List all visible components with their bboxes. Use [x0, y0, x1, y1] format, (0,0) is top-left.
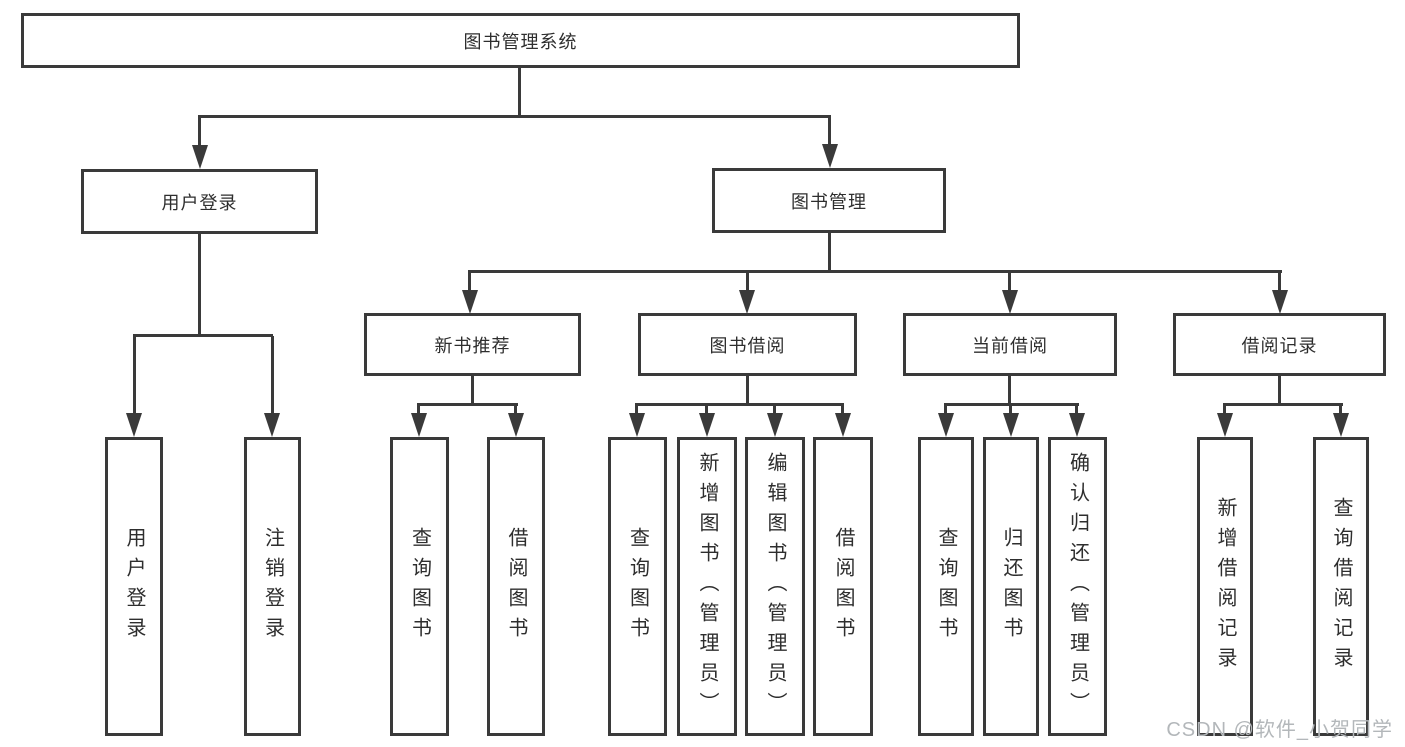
arrowhead-icon	[1217, 413, 1233, 437]
connector-to-leaf-logout	[271, 336, 274, 415]
arrowhead-icon	[1003, 413, 1019, 437]
node-book-management: 图书管理	[712, 168, 946, 233]
leaf-label: 归还图书	[1000, 526, 1022, 647]
leaf-label: 查询借阅记录	[1330, 496, 1352, 677]
connector-borrow-records-stem	[1278, 376, 1281, 405]
leaf-add-book-admin: 新增图书（管理员）	[677, 437, 737, 736]
connector-root-split	[198, 115, 831, 118]
node-user-login: 用户登录	[81, 169, 318, 234]
leaf-label: 借阅图书	[505, 526, 527, 647]
connector-leaf-stem	[1339, 405, 1342, 415]
connector-leaf-stem	[1075, 405, 1078, 415]
leaf-edit-book-admin: 编辑图书（管理员）	[745, 437, 805, 736]
arrowhead-icon	[629, 413, 645, 437]
connector-to-borrow-records	[1278, 272, 1281, 292]
connector-leaf-stem	[1009, 405, 1012, 415]
arrowhead-icon	[699, 413, 715, 437]
connector-current-borrow-split	[944, 403, 1079, 406]
arrowhead-icon	[1333, 413, 1349, 437]
connector-user-login-split	[133, 334, 273, 337]
leaf-label: 查询图书	[626, 526, 649, 647]
node-borrow-records: 借阅记录	[1173, 313, 1386, 376]
arrowhead-icon	[1069, 413, 1085, 437]
connector-to-current-borrow	[1008, 272, 1011, 292]
leaf-label: 编辑图书（管理员）	[764, 451, 786, 722]
node-current-borrow: 当前借阅	[903, 313, 1117, 376]
leaf-label: 确认归还（管理员）	[1066, 451, 1089, 722]
leaf-label: 注销登录	[261, 526, 284, 647]
arrowhead-icon	[192, 145, 208, 169]
node-new-book-recommend: 新书推荐	[364, 313, 581, 376]
arrowhead-icon	[767, 413, 783, 437]
connector-leaf-stem	[705, 405, 708, 415]
arrowhead-icon	[462, 290, 478, 314]
arrowhead-icon	[1272, 290, 1288, 314]
leaf-borrow-books-recommend: 借阅图书	[487, 437, 545, 736]
connector-leaf-stem	[417, 405, 420, 415]
arrowhead-icon	[508, 413, 524, 437]
leaf-query-borrow-record: 查询借阅记录	[1313, 437, 1369, 736]
connector-book-borrow-split	[635, 403, 844, 406]
leaf-query-books-recommend: 查询图书	[390, 437, 449, 736]
leaf-label: 借阅图书	[832, 526, 854, 647]
arrowhead-icon	[411, 413, 427, 437]
leaf-label: 新增借阅记录	[1214, 496, 1236, 677]
connector-book-management-stem	[828, 233, 831, 272]
connector-book-management-split	[468, 270, 1282, 273]
connector-root-stem	[518, 68, 521, 117]
connector-leaf-stem	[514, 405, 517, 415]
leaf-borrow-books: 借阅图书	[813, 437, 873, 736]
connector-to-new-book	[468, 272, 471, 292]
arrowhead-icon	[938, 413, 954, 437]
connector-leaf-stem	[1223, 405, 1226, 415]
arrowhead-icon	[126, 413, 142, 437]
connector-to-book-management	[828, 117, 831, 145]
connector-new-book-split	[417, 403, 518, 406]
node-book-borrow: 图书借阅	[638, 313, 857, 376]
leaf-query-books-borrow: 查询图书	[608, 437, 667, 736]
arrowhead-icon	[822, 144, 838, 168]
arrowhead-icon	[1002, 290, 1018, 314]
connector-leaf-stem	[841, 405, 844, 415]
leaf-logout: 注销登录	[244, 437, 301, 736]
leaf-return-book: 归还图书	[983, 437, 1039, 736]
arrowhead-icon	[264, 413, 280, 437]
connector-to-book-borrow	[746, 272, 749, 292]
leaf-label: 查询图书	[408, 526, 431, 647]
connector-user-login-stem	[198, 234, 201, 336]
connector-new-book-stem	[471, 376, 474, 405]
watermark-csdn: CSDN @软件_小贺同学	[1166, 719, 1393, 741]
connector-book-borrow-stem	[746, 376, 749, 405]
connector-leaf-stem	[635, 405, 638, 415]
leaf-label: 查询图书	[935, 526, 957, 647]
connector-current-borrow-stem	[1008, 376, 1011, 405]
node-library-management-system: 图书管理系统	[21, 13, 1020, 68]
leaf-query-books-current: 查询图书	[918, 437, 974, 736]
leaf-confirm-return-admin: 确认归还（管理员）	[1048, 437, 1107, 736]
connector-leaf-stem	[944, 405, 947, 415]
connector-borrow-records-split	[1223, 403, 1343, 406]
connector-to-user-login	[198, 117, 201, 146]
leaf-label: 新增图书（管理员）	[696, 451, 718, 722]
leaf-add-borrow-record: 新增借阅记录	[1197, 437, 1253, 736]
connector-to-leaf-user-login	[133, 336, 136, 415]
leaf-user-login: 用户登录	[105, 437, 163, 736]
arrowhead-icon	[739, 290, 755, 314]
leaf-label: 用户登录	[123, 526, 145, 647]
connector-leaf-stem	[773, 405, 776, 415]
arrowhead-icon	[835, 413, 851, 437]
